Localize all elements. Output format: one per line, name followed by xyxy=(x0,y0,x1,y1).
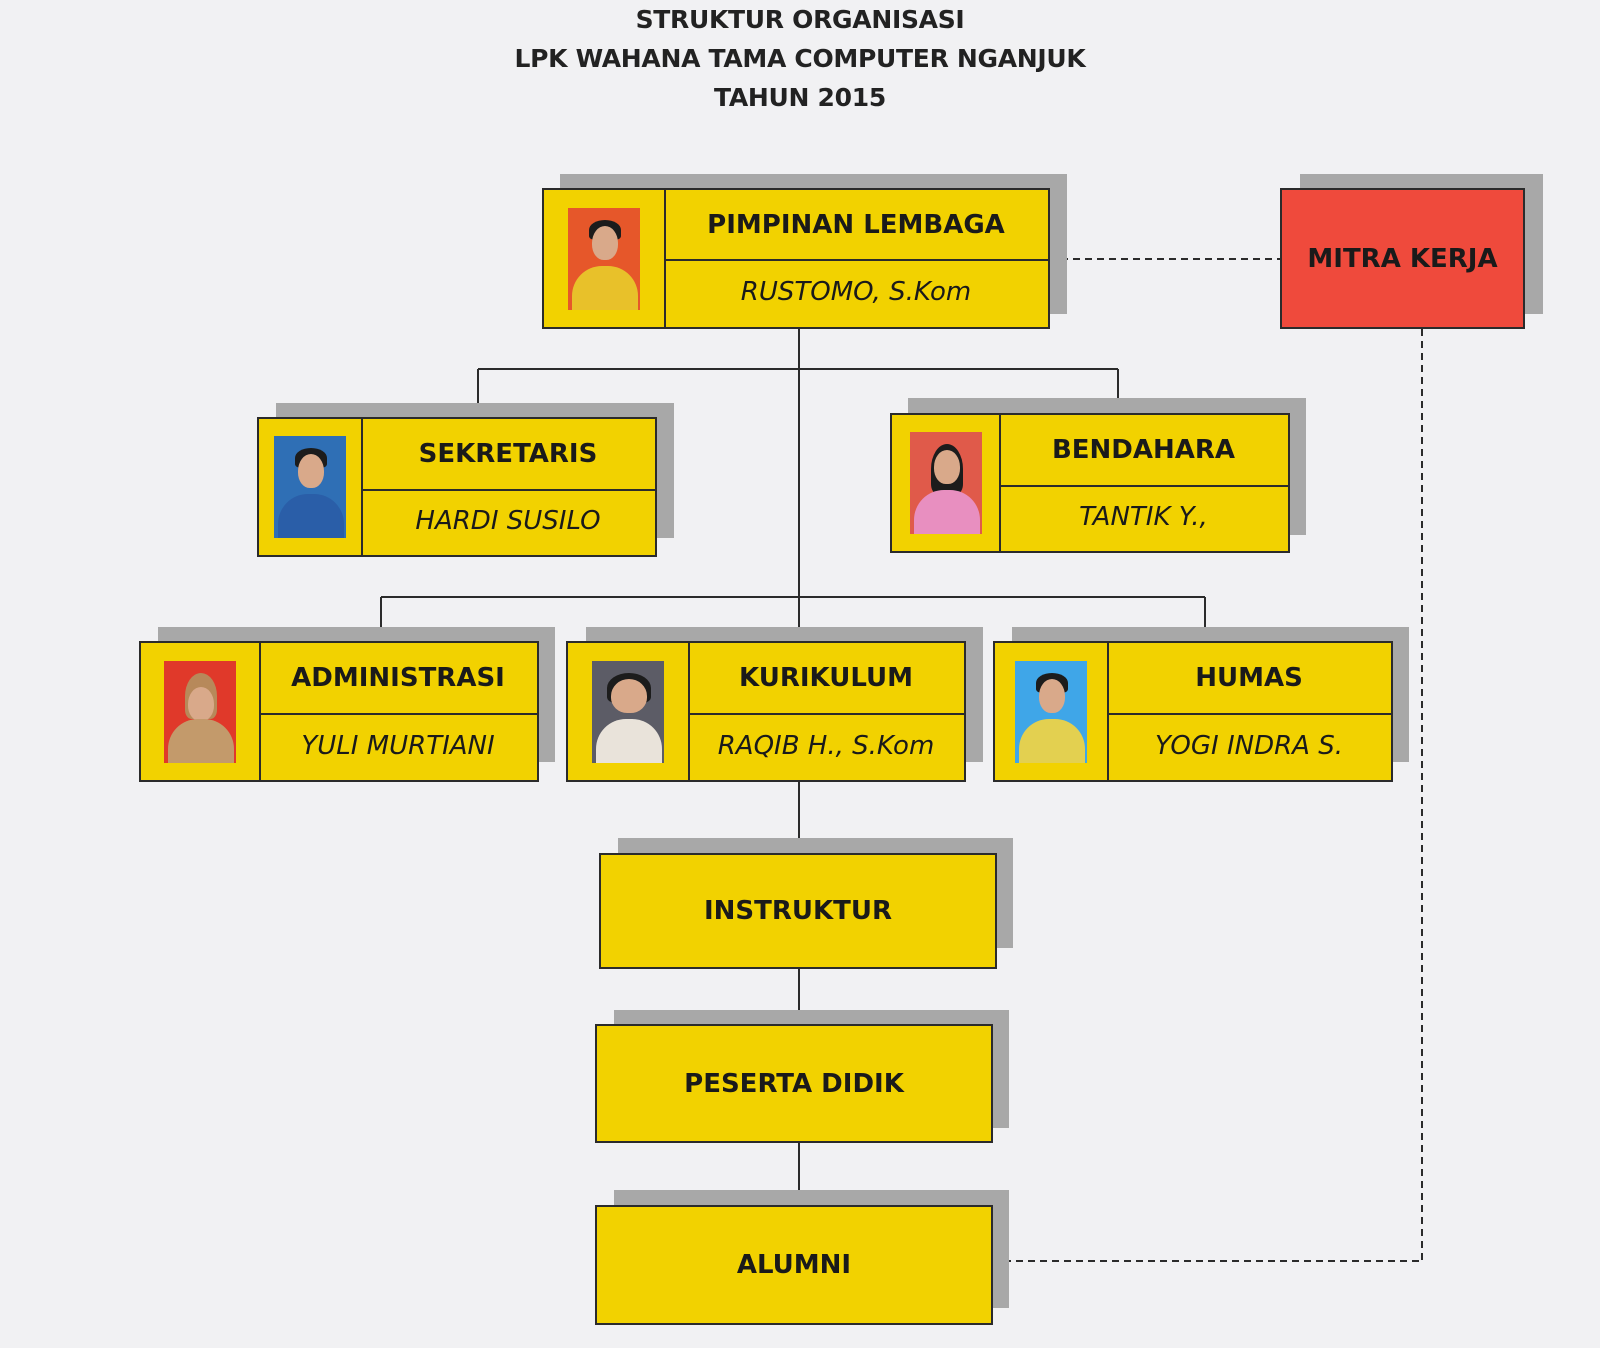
person-name: HARDI SUSILO xyxy=(415,506,601,536)
portrait-photo-humas xyxy=(1015,660,1087,763)
role-label: ALUMNI xyxy=(736,1250,852,1280)
node-instruktur: INSTRUKTUR xyxy=(599,853,997,969)
node-peserta-didik: PESERTA DIDIK xyxy=(595,1024,993,1143)
title-line-1: STRUKTUR ORGANISASI xyxy=(635,5,965,34)
portrait-photo-sekretaris xyxy=(274,436,346,538)
title-line-2: LPK WAHANA TAMA COMPUTER NGANJUK xyxy=(514,44,1086,73)
node-administrasi: ADMINISTRASI YULI MURTIANI xyxy=(139,641,539,782)
photo-cell xyxy=(892,415,1001,551)
node-pimpinan: PIMPINAN LEMBAGA RUSTOMO, S.Kom xyxy=(542,188,1050,329)
role-label: ADMINISTRASI xyxy=(259,643,537,715)
photo-cell xyxy=(259,419,363,555)
node-alumni: ALUMNI xyxy=(595,1205,993,1325)
role-label: MITRA KERJA xyxy=(1307,243,1498,274)
role-label: SEKRETARIS xyxy=(361,419,655,491)
node-sekretaris: SEKRETARIS HARDI SUSILO xyxy=(257,417,657,557)
portrait-photo-administrasi xyxy=(164,660,236,763)
node-humas: HUMAS YOGI INDRA S. xyxy=(993,641,1393,782)
role-label: KURIKULUM xyxy=(688,643,964,715)
photo-cell xyxy=(995,643,1109,780)
role-label: BENDAHARA xyxy=(999,415,1288,487)
node-mitra-kerja: MITRA KERJA xyxy=(1280,188,1525,329)
person-name: YOGI INDRA S. xyxy=(1155,730,1343,761)
role-label: HUMAS xyxy=(1107,643,1391,715)
photo-cell xyxy=(141,643,261,780)
role-label: PESERTA DIDIK xyxy=(684,1068,904,1099)
title-line-3: TAHUN 2015 xyxy=(714,83,886,112)
person-name: RUSTOMO, S.Kom xyxy=(740,277,972,307)
portrait-photo-kurikulum xyxy=(592,660,664,763)
person-name: TANTIK Y., xyxy=(1079,502,1208,532)
portrait-photo-bendahara xyxy=(909,432,982,534)
portrait-photo-pimpinan xyxy=(568,207,640,310)
photo-cell xyxy=(544,190,666,327)
person-name: RAQIB H., S.Kom xyxy=(717,730,935,761)
node-kurikulum: KURIKULUM RAQIB H., S.Kom xyxy=(566,641,966,782)
person-name: YULI MURTIANI xyxy=(301,730,495,761)
photo-cell xyxy=(568,643,690,780)
node-bendahara: BENDAHARA TANTIK Y., xyxy=(890,413,1290,553)
role-label: PIMPINAN LEMBAGA xyxy=(664,190,1048,261)
role-label: INSTRUKTUR xyxy=(703,896,893,926)
